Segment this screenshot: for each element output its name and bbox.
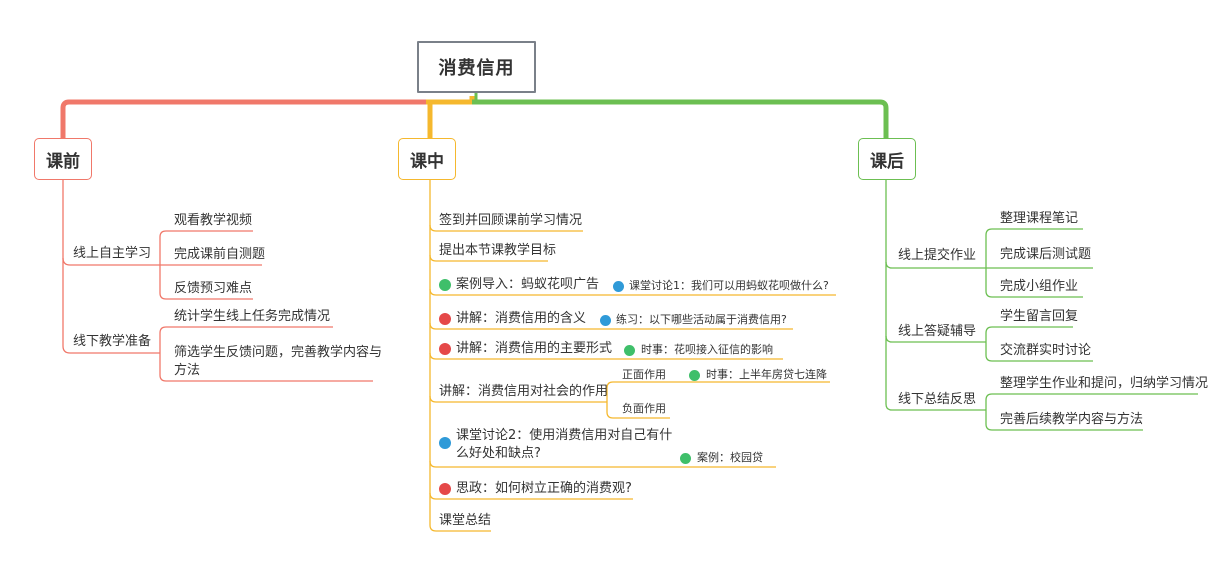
mid-item-forms-news[interactable]: 时事：花呗接入征信的影响 — [641, 343, 773, 356]
node-mid[interactable]: 课中 — [398, 138, 456, 180]
mid-item-discussion2-case[interactable]: 案例：校园贷 — [697, 451, 763, 464]
post-item-notes[interactable]: 整理课程笔记 — [1000, 211, 1079, 226]
mid-item-discussion2-line1[interactable]: 课堂讨论2：使用消费信用对自己有什 — [456, 428, 673, 443]
star-icon — [680, 453, 691, 464]
node-post[interactable]: 课后 — [858, 138, 916, 180]
pre-item-video[interactable]: 观看教学视频 — [174, 213, 253, 228]
mid-item-effect-positive-news[interactable]: 时事：上半年房贷七连降 — [706, 368, 827, 381]
node-mid-title: 课中 — [410, 151, 444, 172]
people-icon — [439, 437, 451, 449]
pre-group-online[interactable]: 线上自主学习 — [73, 246, 152, 261]
pre-item-feedback[interactable]: 反馈预习难点 — [174, 281, 253, 296]
star-icon — [439, 279, 451, 291]
mid-item-meaning[interactable]: 讲解：消费信用的含义 — [456, 311, 587, 326]
pre-item-filter-line2[interactable]: 方法 — [174, 363, 201, 378]
post-item-chat[interactable]: 交流群实时讨论 — [1000, 343, 1092, 358]
branch-bar-pre — [60, 99, 426, 138]
star-icon — [624, 345, 635, 356]
mid-item-effect-positive[interactable]: 正面作用 — [622, 368, 666, 381]
pre-item-filter-line1[interactable]: 筛选学生反馈问题，完善教学内容与 — [174, 345, 383, 360]
mid-item-effect-negative[interactable]: 负面作用 — [622, 402, 666, 415]
mid-item-goal[interactable]: 提出本节课教学目标 — [439, 243, 557, 258]
post-item-improve[interactable]: 完善后续教学内容与方法 — [1000, 412, 1144, 427]
mid-item-signin[interactable]: 签到并回顾课前学习情况 — [439, 213, 583, 228]
node-pre[interactable]: 课前 — [34, 138, 92, 180]
pencil-icon — [600, 315, 611, 326]
post-group-submit[interactable]: 线上提交作业 — [898, 248, 977, 263]
star-icon — [689, 370, 700, 381]
pre-item-selftest[interactable]: 完成课前自测题 — [174, 247, 266, 262]
mid-item-effect[interactable]: 讲解：消费信用对社会的作用 — [439, 384, 609, 399]
post-group-reflect[interactable]: 线下总结反思 — [898, 392, 977, 407]
post-item-organize[interactable]: 整理学生作业和提问，归纳学习情况 — [1000, 376, 1209, 391]
people-icon — [613, 281, 624, 292]
post-item-reply[interactable]: 学生留言回复 — [1000, 309, 1079, 324]
flag-icon — [439, 483, 451, 495]
root-node[interactable]: 消费信用 — [417, 41, 536, 93]
node-post-title: 课后 — [870, 151, 904, 172]
post-item-group-work[interactable]: 完成小组作业 — [1000, 279, 1079, 294]
root-title: 消费信用 — [438, 58, 515, 79]
heart-icon — [439, 313, 451, 325]
mid-item-discussion2-line2[interactable]: 么好处和缺点? — [456, 446, 541, 461]
mid-item-case[interactable]: 案例导入：蚂蚁花呗广告 — [456, 277, 600, 292]
mid-item-ideology[interactable]: 思政：如何树立正确的消费观? — [456, 481, 632, 496]
pre-group-offline[interactable]: 线下教学准备 — [73, 334, 152, 349]
node-pre-title: 课前 — [46, 151, 80, 172]
mid-item-summary[interactable]: 课堂总结 — [439, 513, 492, 528]
heart-icon — [439, 343, 451, 355]
pre-item-stats[interactable]: 统计学生线上任务完成情况 — [174, 309, 331, 324]
mid-item-case-discussion[interactable]: 课堂讨论1：我们可以用蚂蚁花呗做什么? — [629, 279, 829, 292]
post-item-test[interactable]: 完成课后测试题 — [1000, 247, 1092, 262]
mid-item-meaning-exercise[interactable]: 练习：以下哪些活动属于消费信用? — [616, 313, 787, 326]
branch-bar-mid — [426, 96, 475, 140]
branch-bar-post — [472, 99, 889, 138]
post-group-qa[interactable]: 线上答疑辅导 — [898, 324, 977, 339]
mid-item-forms[interactable]: 讲解：消费信用的主要形式 — [456, 341, 613, 356]
